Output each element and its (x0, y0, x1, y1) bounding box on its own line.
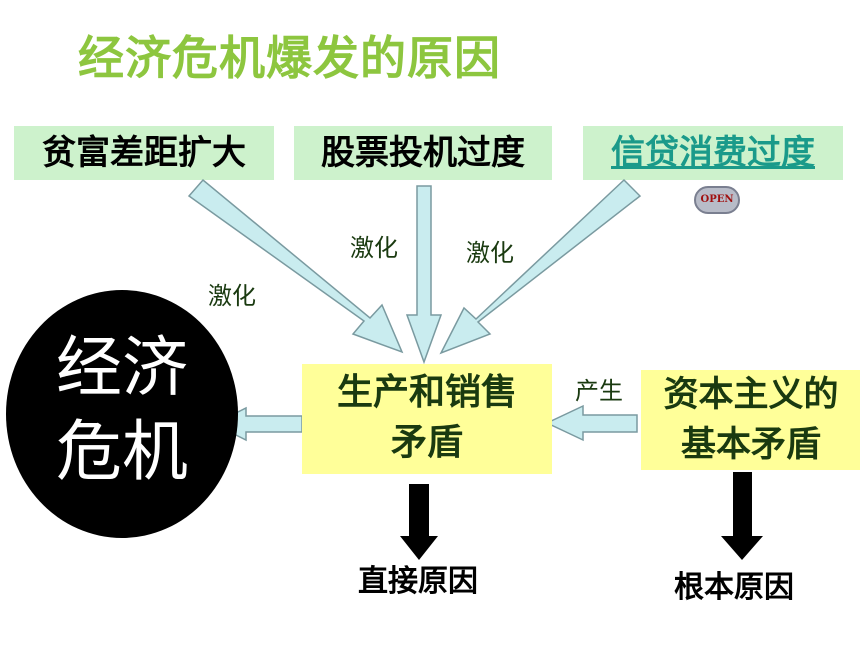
right-box-line-1: 资本主义的 (663, 375, 839, 415)
cause-box-credit-consumption: 信贷消费过度 (583, 126, 843, 180)
label-produce: 产生 (575, 377, 623, 405)
crisis-line-2: 危机 (56, 413, 188, 490)
arrow-down-direct (400, 484, 438, 560)
economic-crisis-circle: 经济 危机 (6, 290, 238, 538)
label-intensify-right: 激化 (466, 239, 514, 267)
arrow-stock-to-middle (405, 185, 443, 365)
right-box-line-2: 基本矛盾 (680, 425, 821, 465)
arrow-wealth-gap-to-middle (187, 178, 404, 354)
arrow-root-to-middle (545, 404, 638, 442)
cause-label-wealth-gap: 贫富差距扩大 (42, 133, 246, 173)
cause-box-stock-speculation: 股票投机过度 (294, 126, 552, 180)
cause-box-wealth-gap: 贫富差距扩大 (14, 126, 274, 180)
capitalism-basic-contradiction-box: 资本主义的 基本矛盾 (641, 370, 860, 470)
label-intensify-left: 激化 (208, 282, 256, 310)
middle-box-line-2: 矛盾 (390, 422, 463, 463)
production-sales-contradiction-box: 生产和销售 矛盾 (302, 364, 552, 474)
open-button[interactable]: OPEN (694, 186, 740, 214)
crisis-line-1: 经济 (56, 329, 188, 406)
label-intensify-center: 激化 (350, 234, 398, 262)
credit-consumption-link[interactable]: 信贷消费过度 (611, 133, 815, 173)
cause-label-stock-speculation: 股票投机过度 (321, 133, 525, 173)
middle-box-line-1: 生产和销售 (336, 372, 517, 413)
label-root-cause: 根本原因 (674, 570, 794, 605)
page-title: 经济危机爆发的原因 (78, 31, 501, 85)
label-direct-cause: 直接原因 (358, 564, 478, 599)
arrow-credit-to-middle (439, 178, 642, 355)
arrow-down-root (721, 472, 763, 560)
